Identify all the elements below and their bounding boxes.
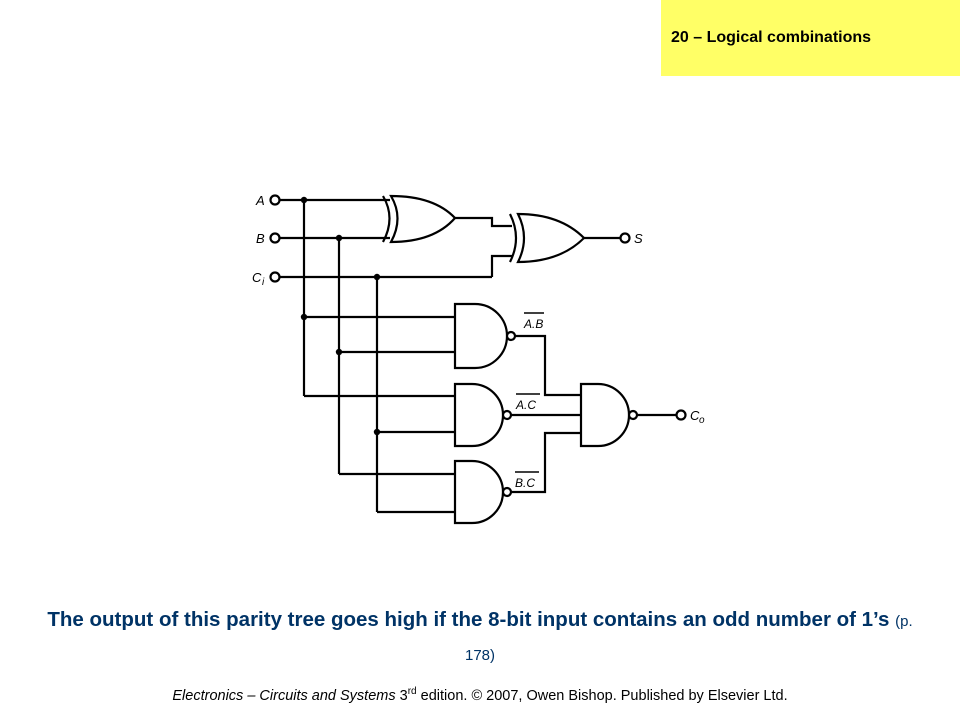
junction-b (335, 234, 343, 242)
junction-ci-nand2 (373, 428, 381, 436)
slide-caption: The output of this parity tree goes high… (40, 604, 920, 672)
nand2-bubble (501, 409, 513, 421)
wire-nand3-out (511, 431, 581, 494)
footer-citation: Electronics – Circuits and Systems 3rd e… (0, 686, 960, 704)
input-a-terminal (269, 194, 281, 206)
label-co: C (690, 408, 700, 423)
junction-a (300, 196, 308, 204)
label-bc: B.C (515, 476, 535, 490)
caption-page-ref: (p. 178) (464, 613, 913, 664)
nand2-gate (453, 382, 505, 448)
nand-carry-gate (579, 382, 631, 448)
footer-rest: edition. © 2007, Owen Bishop. Published … (416, 687, 788, 704)
output-s-terminal (619, 232, 631, 244)
footer-edition-sup: rd (407, 686, 417, 697)
junction-ci (373, 273, 381, 281)
nand1-bubble (505, 330, 517, 342)
output-co-terminal (675, 409, 687, 421)
label-ci-sub: i (262, 277, 265, 288)
wire-nand1-out (515, 334, 581, 397)
full-adder-circuit: A B C i S C o A.B A.C B.C (252, 193, 705, 525)
label-b: B (256, 231, 265, 246)
nand3-gate (453, 459, 505, 525)
xor1-gate (389, 194, 457, 244)
wire-xor1-out (455, 216, 512, 228)
title-banner: 20 – Logical combinations (661, 0, 960, 76)
label-co-sub: o (699, 415, 705, 426)
junction-a-nand1 (300, 313, 308, 321)
input-b-terminal (269, 232, 281, 244)
footer-book-title: Electronics – Circuits and Systems (172, 687, 396, 704)
footer-edition-num: 3 (399, 687, 408, 704)
junction-b-nand1 (335, 348, 343, 356)
input-ci-terminal (269, 271, 281, 283)
label-a: A (255, 193, 265, 208)
label-s: S (634, 231, 643, 246)
label-ab: A.B (523, 317, 543, 331)
xor2-gate (516, 212, 586, 264)
slide-title: 20 – Logical combinations (671, 29, 872, 46)
nand-carry-bubble (627, 409, 639, 421)
xor1-back-curve (382, 195, 391, 243)
caption-text: The output of this parity tree goes high… (47, 608, 890, 631)
label-ac: A.C (515, 398, 536, 412)
nand1-gate (453, 302, 509, 370)
wire-ci-to-xor2 (490, 254, 512, 277)
label-c: C (252, 270, 262, 285)
xor2-back-curve (509, 213, 518, 263)
nand3-bubble (501, 486, 513, 498)
